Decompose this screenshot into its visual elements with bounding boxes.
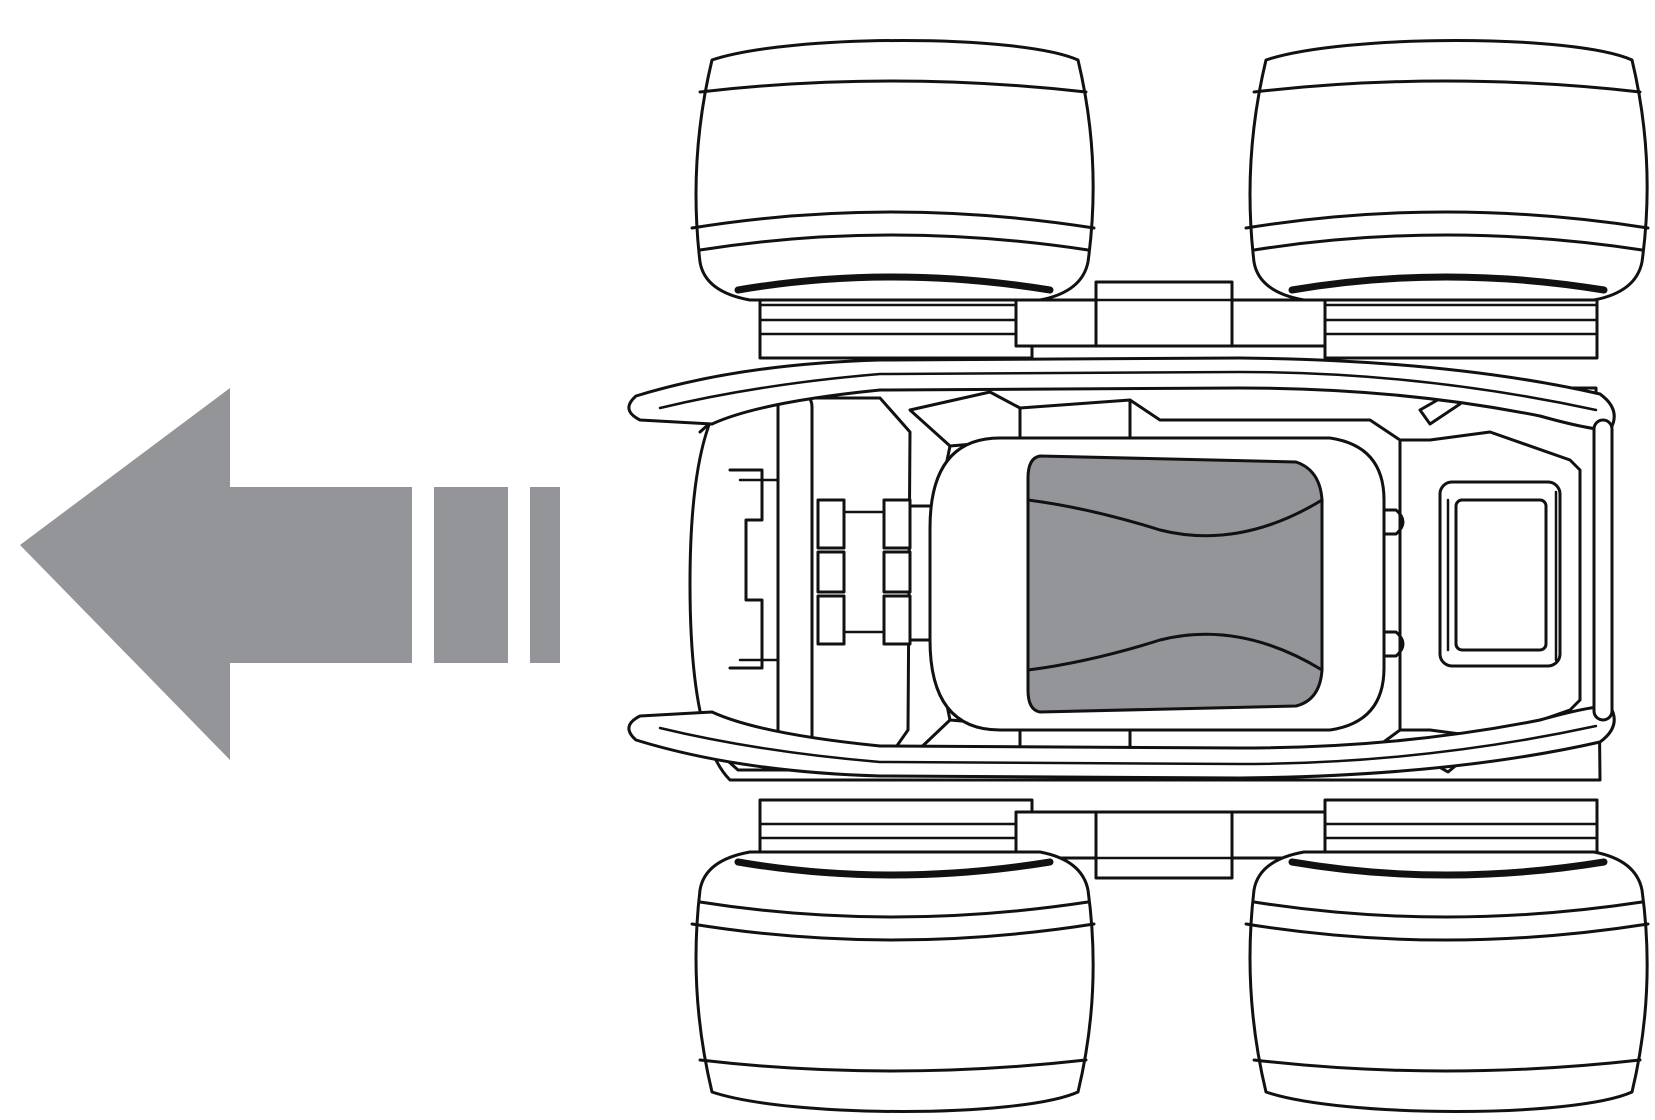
arrow-motion-bar-1 <box>434 487 508 663</box>
arrow-head-and-shaft <box>20 388 412 760</box>
rear-spoiler <box>1398 430 1582 740</box>
wheel-rear-right <box>1244 850 1650 1113</box>
wheel-front-left <box>690 39 1096 302</box>
left-arrow-icon <box>20 388 560 760</box>
canopy <box>1026 454 1324 714</box>
grille <box>816 498 952 646</box>
wheel-front-right <box>1244 39 1650 302</box>
arrow-motion-bar-2 <box>530 487 560 663</box>
wheel-rear-left <box>690 850 1096 1113</box>
rc-car-icon <box>627 39 1650 1113</box>
roll-cage-rail-rear <box>1592 418 1614 722</box>
car-body <box>688 386 1602 782</box>
